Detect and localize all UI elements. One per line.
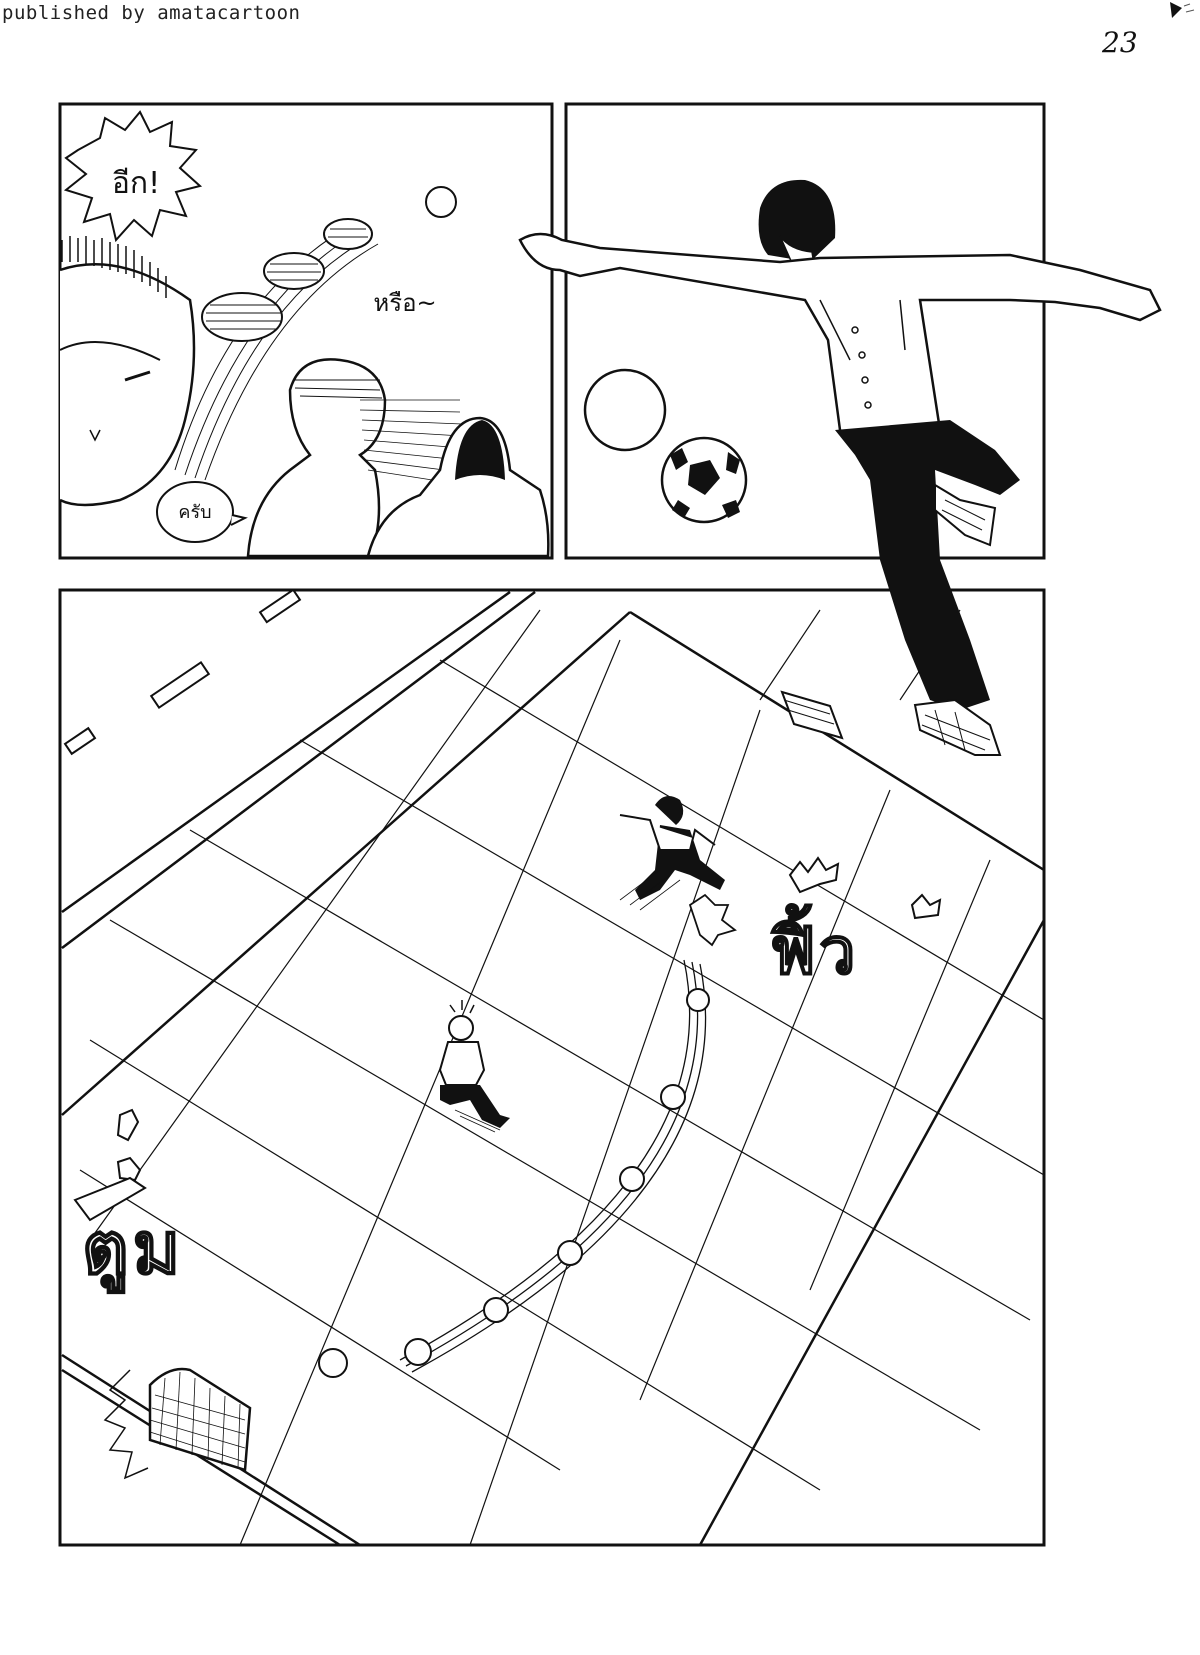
kicking-character <box>518 179 1162 756</box>
murmur-text: หรือ~ <box>373 289 437 317</box>
panel-top-left <box>58 102 554 560</box>
soccer-ball <box>660 436 748 524</box>
small-kicker-figure <box>619 796 737 947</box>
publisher-credit: published by amatacartoon <box>2 2 301 24</box>
keeper-figure <box>438 1000 510 1133</box>
page-number: 23 <box>1102 26 1138 59</box>
scan-corner-mark <box>1170 2 1195 18</box>
far-goal <box>780 690 844 740</box>
sfx-goal: ตูม <box>81 1205 185 1291</box>
panel-bottom <box>58 588 1046 1547</box>
panel-top-right <box>564 102 1046 560</box>
reply-bubble-text: ครับ <box>178 502 212 523</box>
shout-bubble-text: อีก! <box>111 166 161 201</box>
near-goal <box>103 1367 252 1480</box>
sfx-kick: ฟิ้ว <box>769 914 860 990</box>
